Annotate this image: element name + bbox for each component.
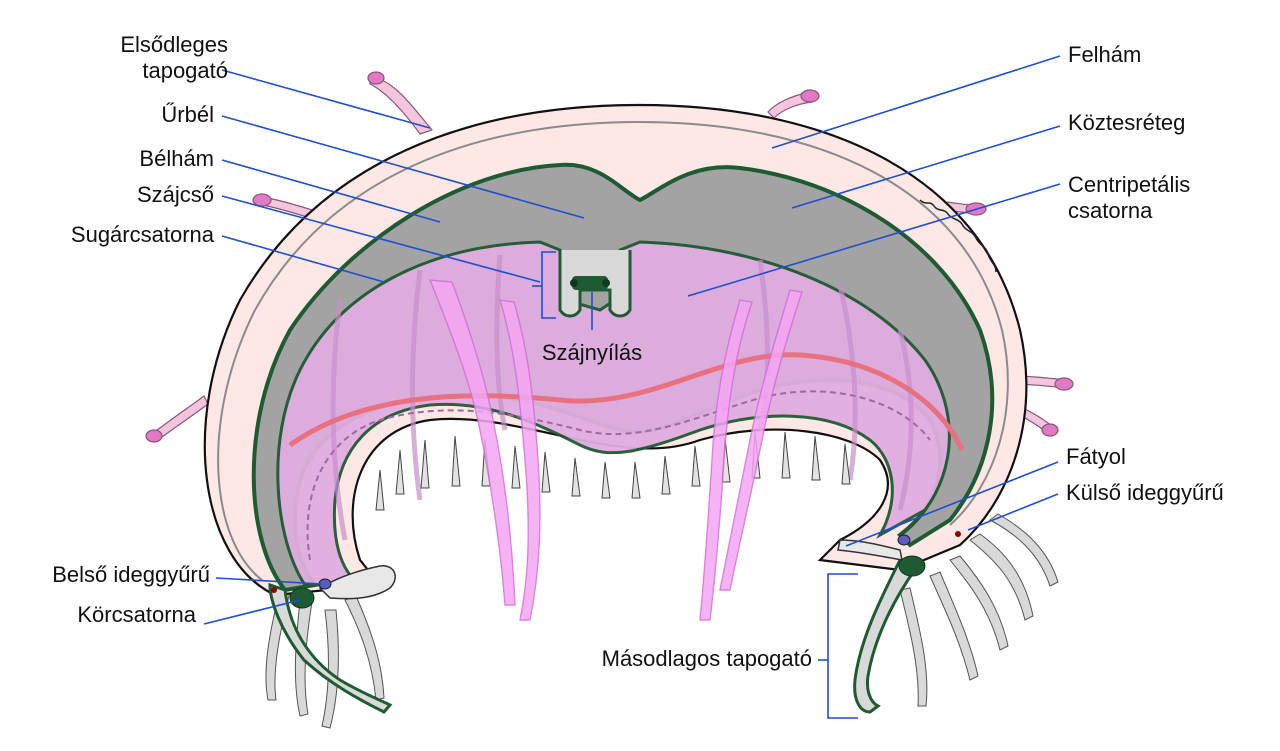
label-mouth: Szájnyílás [541, 340, 643, 365]
outer-ring-canal-mark [898, 555, 926, 577]
left-velum [318, 565, 396, 600]
right-margin [853, 557, 919, 714]
label-radial-canal: Sugárcsatorna [70, 222, 214, 247]
secondary-tentacle-bracket [827, 573, 858, 719]
manubrium-bracket [541, 251, 556, 319]
ring-canal-mark [289, 587, 315, 609]
left-margin [268, 582, 393, 714]
radial-lines [330, 254, 914, 541]
mouth-opening [572, 276, 608, 290]
secondary-tentacles [265, 513, 1059, 729]
label-gastrodermis: Bélhám [139, 146, 214, 171]
oral-arms [428, 279, 803, 621]
epidermis-line [217, 120, 1009, 581]
label-coelenteron: Űrbél [161, 102, 214, 127]
left-nerve-dot [271, 587, 277, 593]
bell-edge-wave [919, 199, 997, 273]
mouth-lip-right [602, 279, 610, 287]
label-secondary-tentacle: Másodlagos tapogató [601, 646, 812, 671]
label-epidermis: Felhám [1068, 42, 1142, 67]
inner-canal [306, 390, 931, 561]
outer-nerve-dot [955, 531, 961, 537]
label-velum: Fátyol [1066, 444, 1126, 469]
primary-tentacles [145, 71, 1074, 443]
gonad-ring [288, 352, 965, 452]
label-manubrium: Szájcső [136, 182, 214, 207]
label-ring-canal: Körcsatorna [77, 602, 196, 627]
leader-lines [203, 55, 1061, 625]
label-mesoglea: Köztesréteg [1068, 110, 1186, 135]
label-inner-nerve-ring: Belső ideggyűrű [52, 562, 210, 587]
label-primary-tentacle: Elsődleges tapogató [120, 32, 228, 83]
label-outer-nerve-ring: Külső ideggyűrű [1066, 480, 1224, 505]
right-nerve-ring-mark [897, 534, 911, 546]
label-centripetal-canal: Centripetális csatorna [1068, 172, 1191, 223]
mouth-lip-left [570, 279, 578, 287]
